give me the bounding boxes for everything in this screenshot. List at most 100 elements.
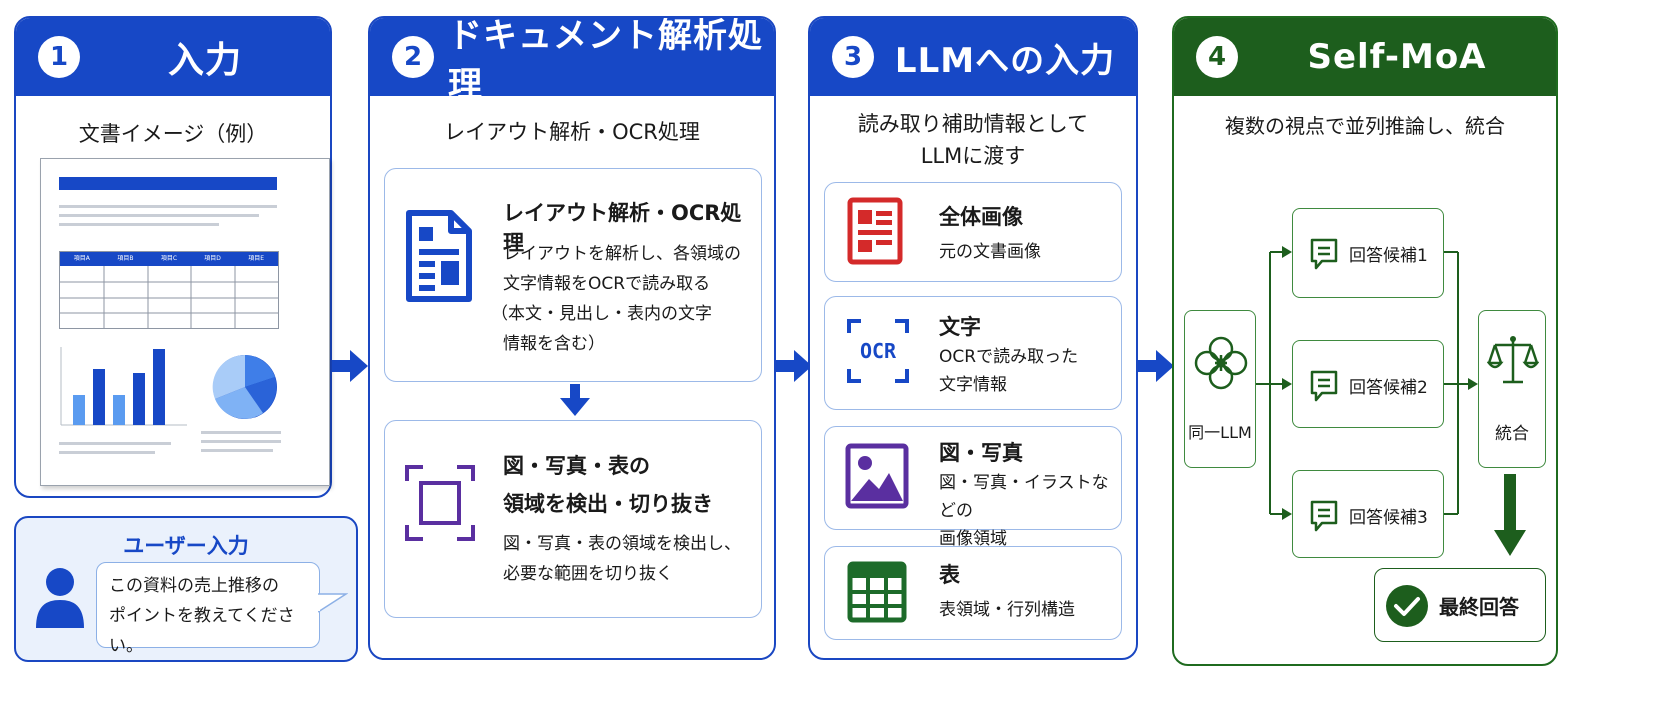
doc-text-line [201, 449, 273, 452]
bubble-tail [318, 593, 348, 613]
user-icon [36, 568, 84, 628]
panel-self-moa: 4 Self-MoA 複数の視点で並列推論し、統合 [1172, 16, 1558, 666]
doc-bar [93, 369, 105, 425]
candidate-label: 回答候補3 [1349, 508, 1428, 528]
chat-bubble-icon [1310, 238, 1338, 270]
card-desc-line: OCRで読み取った [939, 347, 1079, 367]
check-circle-icon [1386, 585, 1428, 627]
doc-bar-chart [60, 347, 187, 426]
crop-frame-icon [405, 465, 475, 541]
merge-box: 統合 [1478, 310, 1546, 468]
panel-header: 2 ドキュメント解析処理 [370, 18, 774, 105]
panel-subtitle: 文書イメージ（例） [78, 122, 268, 146]
card-description: 図・写真・イラストなどの 画像領域 [939, 469, 1121, 553]
card-title-line: 図・写真・表の [503, 454, 650, 478]
card-description: レイアウトを解析し、各領域の 文字情報をOCRで読み取る （本文・見出し・表内の… [491, 239, 753, 359]
card-description: 図・写真・表の領域を検出し、 必要な範囲を切り抜く [503, 529, 741, 589]
llm-box: 同一LLM [1184, 310, 1256, 468]
doc-pie-chart [212, 354, 277, 419]
card-title: 図・写真・表の 領域を検出・切り抜き [503, 447, 713, 523]
card-title-line: 領域を検出・切り抜き [503, 492, 713, 516]
panel-subtitle: 読み取り補助情報として LLMに渡す [810, 108, 1136, 172]
card-desc-line: 必要な範囲を切り抜く [503, 564, 673, 584]
doc-text-line [201, 440, 281, 443]
clover-brain-icon [1194, 336, 1248, 390]
ocr-icon [847, 319, 909, 383]
card-desc-line: 画像領域 [939, 529, 1007, 549]
panel-subtitle: 複数の視点で並列推論し、統合 [1225, 114, 1505, 138]
subtitle-line: LLMに渡す [920, 144, 1026, 168]
merge-label: 統合 [1495, 424, 1529, 444]
panel-header: 3 LLMへの入力 [810, 18, 1136, 96]
table-card: 表 表領域・行列構造 [824, 546, 1122, 640]
doc-text-line [201, 431, 281, 434]
doc-text-line [59, 442, 171, 445]
step-number: 1 [38, 36, 80, 78]
step-number: 2 [392, 36, 434, 78]
flow-arrow [332, 350, 368, 382]
card-title: 文字 [939, 315, 981, 339]
doc-table-header: 項目A 項目B 項目C 項目D 項目E [60, 252, 278, 266]
doc-text-line [59, 214, 259, 217]
table-icon [847, 561, 907, 623]
doc-table-header-cell: 項目D [204, 255, 221, 262]
final-answer-label: 最終回答 [1439, 595, 1519, 619]
doc-table-header-cell: 項目C [160, 255, 178, 262]
step-number: 3 [832, 36, 874, 78]
doc-table: 項目A 項目B 項目C 項目D 項目E [59, 251, 279, 329]
panel-header: 1 入力 [16, 18, 330, 96]
answer-candidate-2: 回答候補2 [1292, 340, 1444, 428]
card-desc-line: （本文・見出し・表内の文字 [491, 304, 712, 324]
doc-table-header-cell: 項目E [248, 255, 265, 262]
user-message-line: この資料の売上推移の [109, 576, 279, 596]
card-title: 全体画像 [939, 205, 1023, 229]
user-input-box: ユーザー入力 この資料の売上推移の ポイントを教えてください。 [14, 516, 358, 662]
card-desc-line: 文字情報をOCRで読み取る [503, 274, 711, 294]
doc-bar [113, 395, 125, 425]
doc-table-header-cell: 項目B [117, 255, 134, 262]
card-desc-line: 文字情報 [939, 375, 1007, 395]
panel-subtitle: レイアウト解析・OCR処理 [444, 120, 700, 144]
card-desc-line: レイアウトを解析し、各領域の [503, 244, 741, 264]
panel-document-analysis: 2 ドキュメント解析処理 レイアウト解析・OCR処理 レイアウト解析・OCR処理… [368, 16, 776, 660]
card-desc-line: 情報を含む） [503, 334, 605, 354]
doc-text-line [59, 223, 219, 226]
document-image-icon [847, 197, 903, 265]
document-preview: 項目A 項目B 項目C 項目D 項目E [40, 158, 330, 486]
chat-bubble-icon [1310, 500, 1338, 532]
answer-candidate-1: 回答候補1 [1292, 208, 1444, 298]
figure-photo-card: 図・写真 図・写真・イラストなどの 画像領域 [824, 426, 1122, 549]
doc-bar [153, 349, 165, 425]
candidate-label: 回答候補1 [1349, 246, 1428, 266]
picture-icon [845, 443, 909, 509]
doc-bar [133, 373, 145, 425]
user-message-line: ポイントを教えてください。 [109, 606, 295, 656]
doc-bar [73, 395, 85, 425]
panel-title: 入力 [167, 40, 242, 81]
panel-title: LLMへの入力 [894, 40, 1116, 81]
answer-candidate-3: 回答候補3 [1292, 470, 1444, 558]
doc-text-line [59, 451, 155, 454]
card-desc-line: 図・写真・表の領域を検出し、 [503, 534, 741, 554]
card-title: 表 [939, 563, 960, 587]
text-card: OCR 文字 OCRで読み取った 文字情報 [824, 296, 1122, 410]
flow-arrow [1138, 350, 1174, 382]
candidate-label: 回答候補2 [1349, 378, 1428, 398]
scales-icon [1487, 336, 1539, 384]
card-title: レイアウト解析・OCR処理 [503, 201, 742, 255]
chat-bubble-icon [1310, 370, 1338, 402]
doc-text-line [59, 205, 277, 208]
panel-llm-input: 3 LLMへの入力 読み取り補助情報として LLMに渡す 全体画像 元の文書画像… [808, 16, 1138, 660]
doc-table-grid [60, 266, 278, 328]
ocr-icon-text: OCR [859, 339, 897, 363]
card-title: 図・写真 [939, 441, 1023, 465]
doc-heading-bar [59, 177, 277, 190]
panel-header: 4 Self-MoA [1174, 18, 1556, 96]
down-arrow [560, 384, 590, 416]
card-description: OCRで読み取った 文字情報 [939, 343, 1078, 399]
user-input-title: ユーザー入力 [123, 534, 249, 558]
llm-label: 同一LLM [1188, 423, 1252, 442]
panel-title: ドキュメント解析処理 [448, 16, 763, 105]
flow-arrow [776, 350, 812, 382]
panel-title: Self-MoA [1307, 37, 1487, 77]
